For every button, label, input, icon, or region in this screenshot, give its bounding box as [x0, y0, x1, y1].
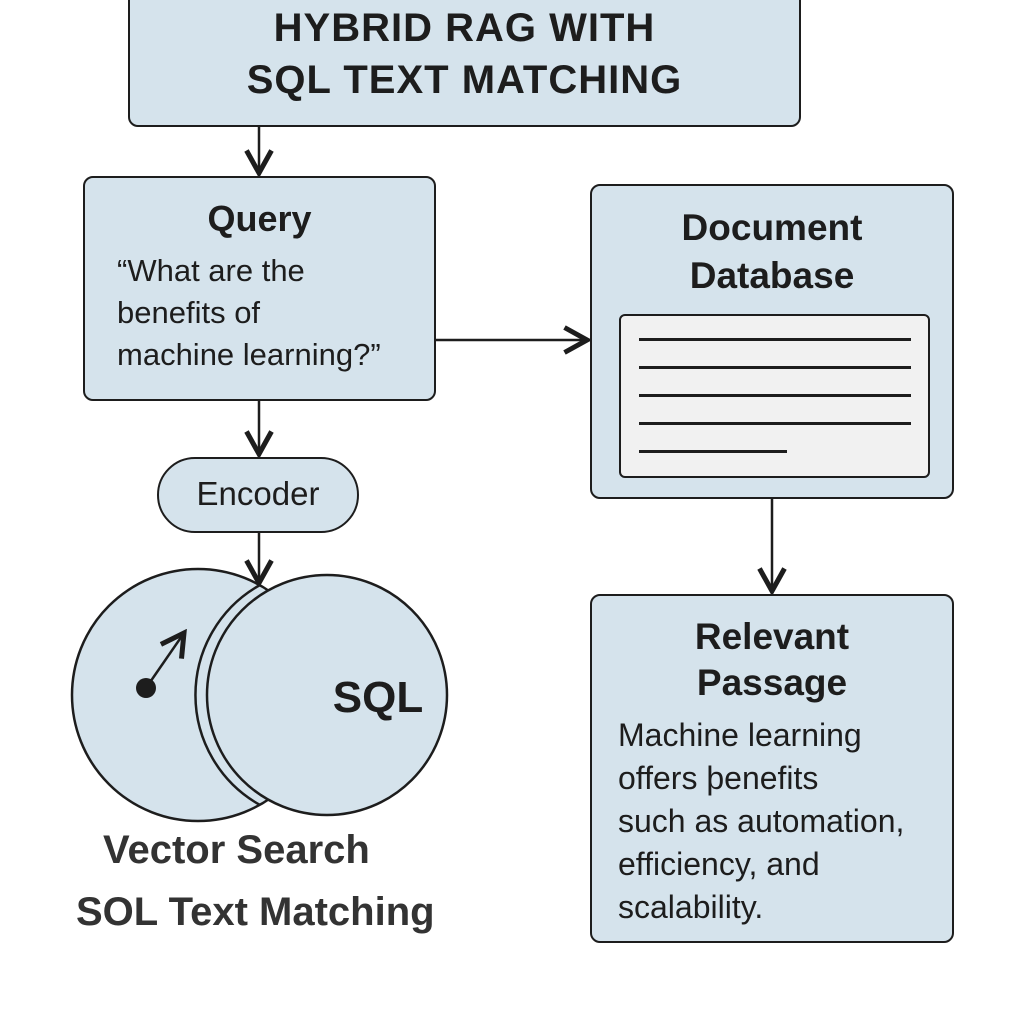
document-line: [639, 422, 911, 425]
database-heading-line: Database: [689, 255, 855, 296]
title-box: HYBRID RAG WITH SQL TEXT MATCHING: [128, 0, 801, 127]
relevant-passage-box: Relevant Passage Machine learning offers…: [590, 594, 954, 943]
passage-text-line: efficiency, and: [618, 846, 820, 882]
document-line: [639, 338, 911, 341]
venn-caption-line: SOL Text Matching: [76, 890, 435, 934]
document-line: [639, 394, 911, 397]
vector-arrow-icon: [144, 633, 184, 689]
venn-sql-label: SQL: [333, 673, 423, 722]
document-database-box: Document Database: [590, 184, 954, 499]
query-text-line: benefits of: [117, 295, 261, 330]
database-heading-line: Document: [681, 207, 863, 248]
query-heading: Query: [207, 198, 312, 239]
document-line: [639, 450, 787, 453]
query-text-line: machine learning?”: [117, 337, 381, 372]
passage-text-line: offers þenefits: [618, 760, 819, 796]
title-line-1: HYBRID RAG WITH: [273, 6, 656, 50]
document-icon: [619, 314, 930, 478]
title-line-2: SQL TEXT MATCHING: [246, 58, 683, 102]
passage-heading-line: Passage: [696, 662, 848, 703]
query-box: Query “What are the benefits of machine …: [83, 176, 436, 401]
document-line: [639, 366, 911, 369]
sql-circle: [205, 573, 449, 817]
passage-text-line: Machine learning: [618, 717, 862, 753]
passage-text-line: such as automation,: [618, 803, 905, 839]
passage-text-line: scalability.: [618, 889, 764, 925]
venn-caption-line: Vector Search: [103, 828, 370, 872]
encoder-node: Encoder: [157, 457, 359, 533]
vector-search-circle-outline: [194, 583, 261, 807]
query-text-line: “What are the: [117, 253, 305, 288]
passage-heading-line: Relevant: [694, 616, 850, 657]
